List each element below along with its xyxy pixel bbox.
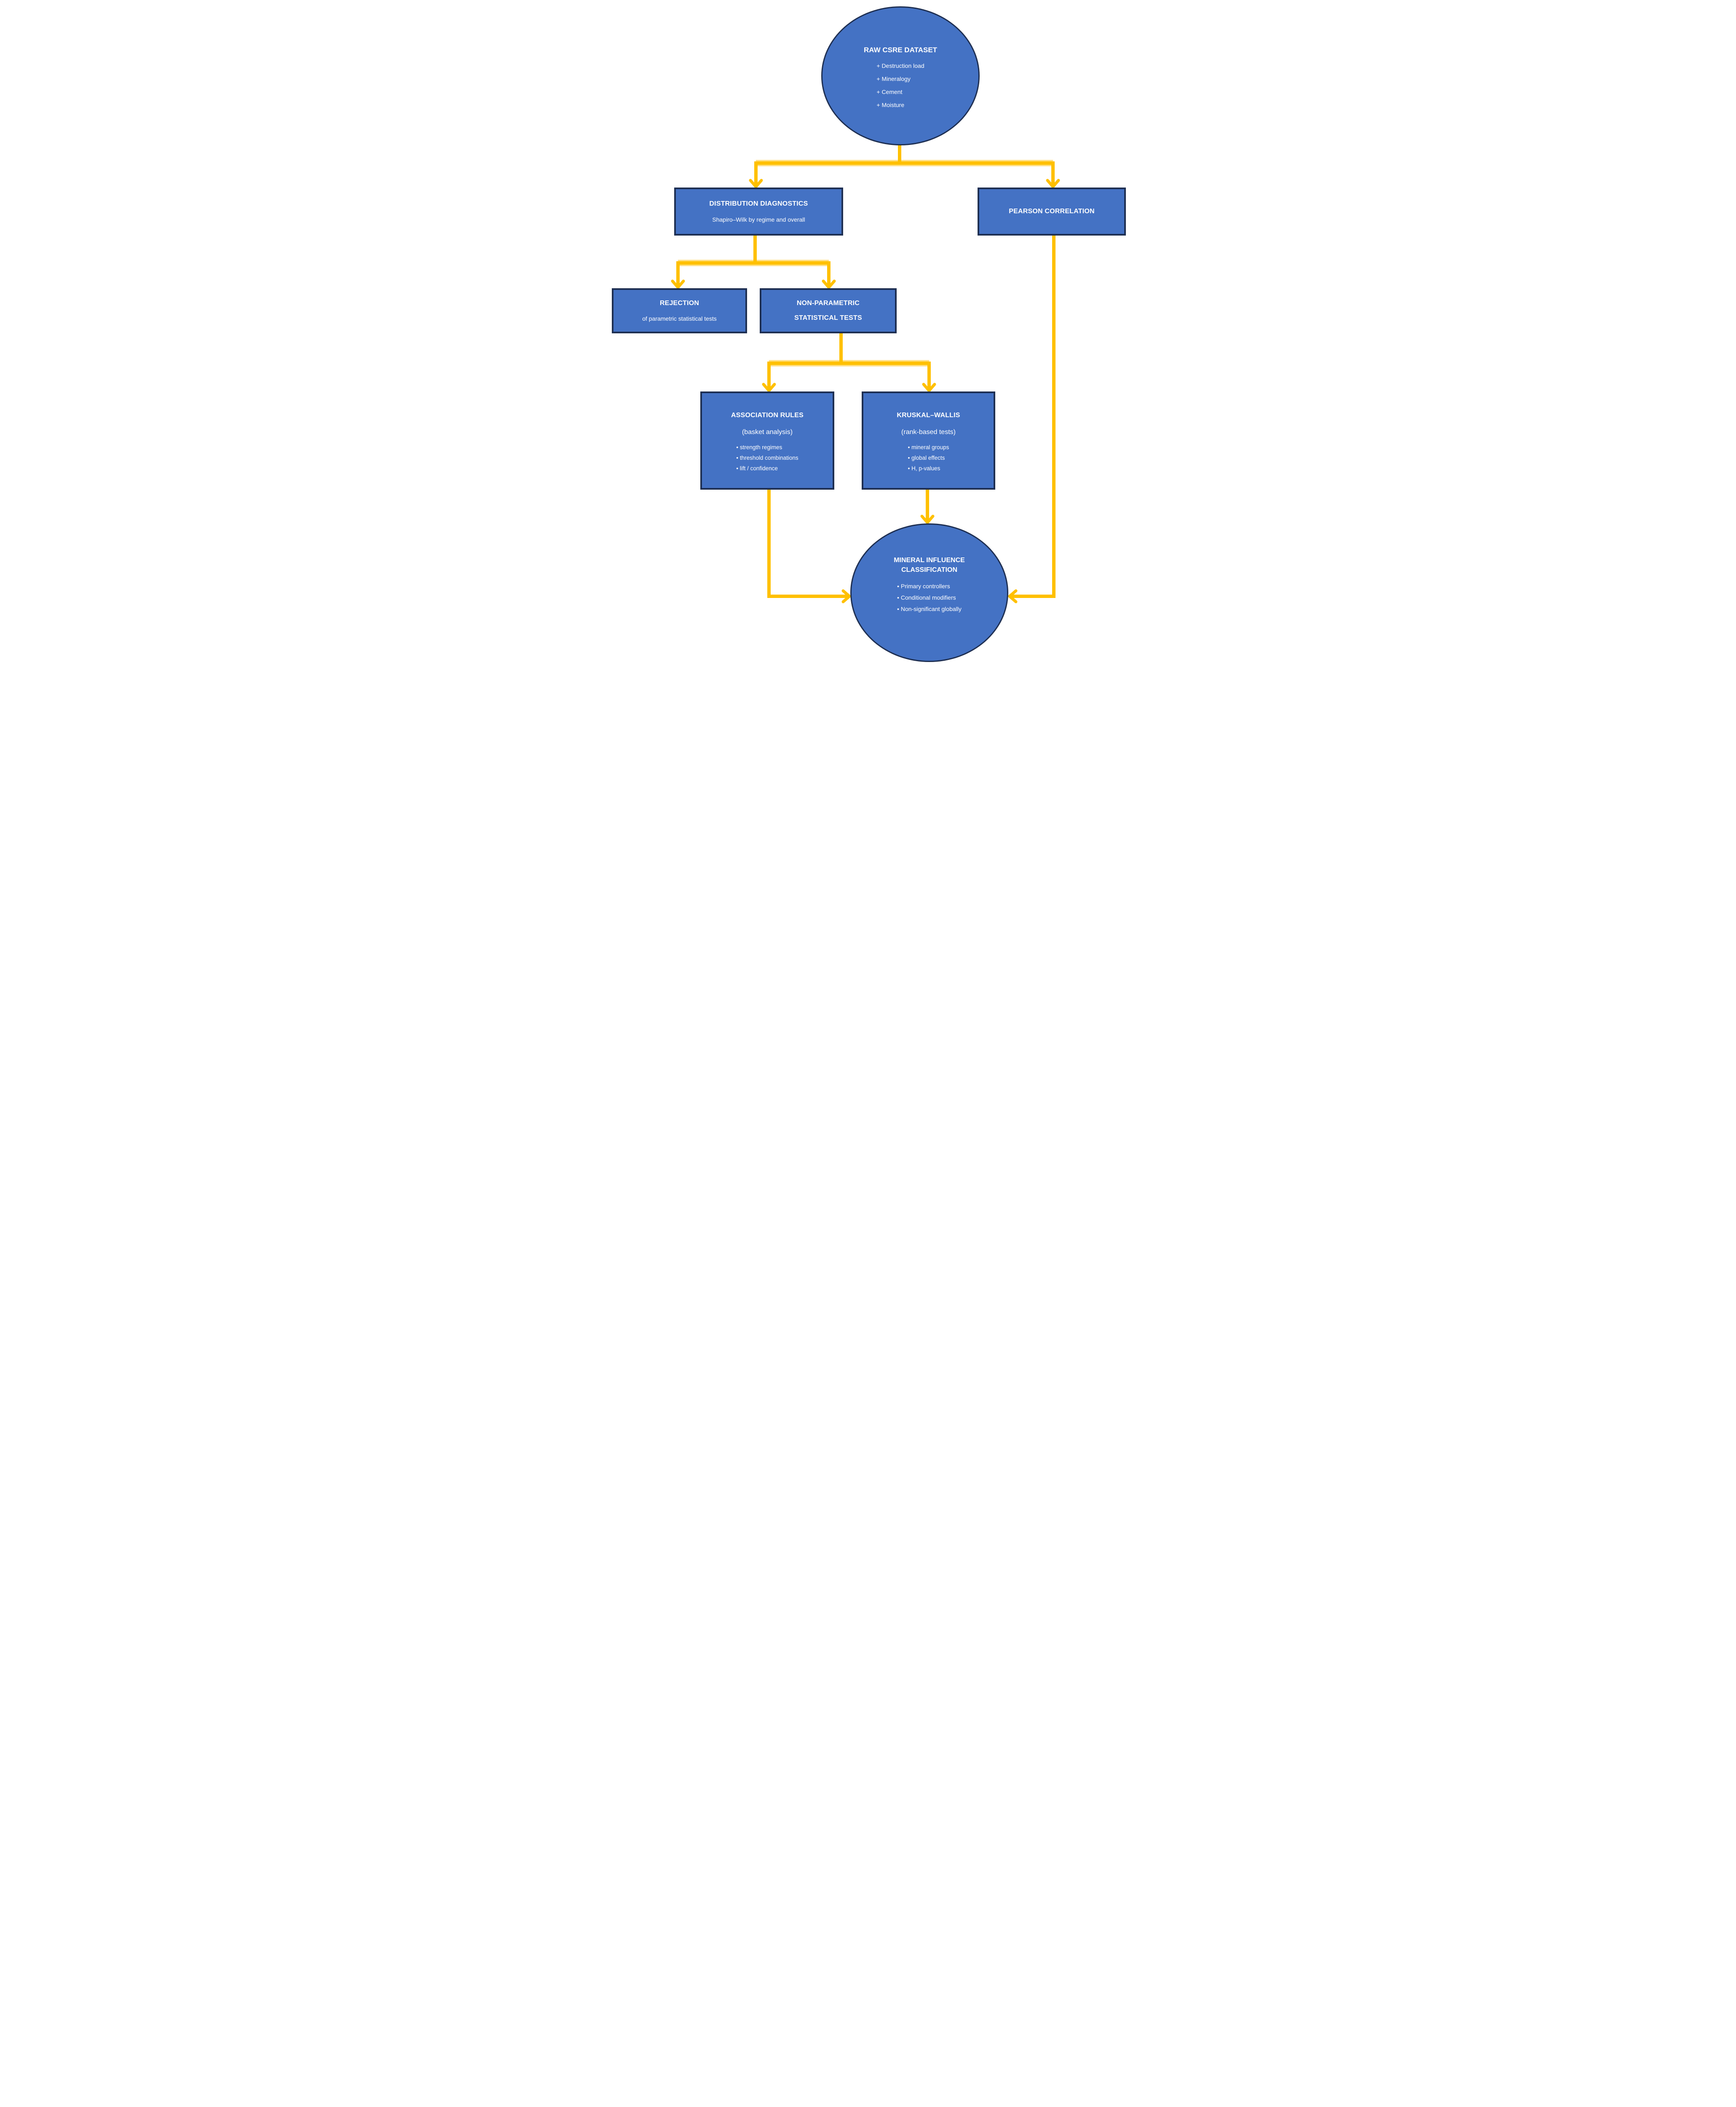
node-title-line2: STATISTICAL TESTS: [794, 314, 862, 322]
list-item: + Moisture: [876, 102, 905, 108]
list-item: + Mineralogy: [876, 75, 911, 82]
connector-layer: [671, 143, 1060, 603]
node-title: DISTRIBUTION DIAGNOSTICS: [709, 200, 808, 207]
list-item: • Primary controllers: [897, 583, 950, 590]
node-subtitle: (basket analysis): [742, 429, 793, 436]
node-rejection: REJECTION of parametric statistical test…: [612, 288, 747, 333]
node-title: RAW CSRE DATASET: [863, 46, 938, 54]
node-title: MINERAL INFLUENCE CLASSIFICATION: [894, 555, 965, 575]
node-title: ASSOCIATION RULES: [731, 412, 804, 419]
list-item: • Conditional modifiers: [897, 594, 956, 601]
node-distribution-diagnostics: DISTRIBUTION DIAGNOSTICS Shapiro–Wilk by…: [674, 188, 843, 236]
node-item-list: + Destruction load + Mineralogy + Cement…: [876, 59, 924, 112]
node-item-list: • strength regimes • threshold combinati…: [736, 442, 798, 474]
node-non-parametric-tests: NON-PARAMETRIC STATISTICAL TESTS: [760, 288, 897, 333]
node-subtitle: of parametric statistical tests: [642, 315, 717, 322]
connector-association-to-classification: [767, 488, 851, 603]
list-item: • mineral groups: [908, 444, 949, 450]
node-subtitle: (rank-based tests): [901, 429, 956, 436]
node-kruskal-wallis: KRUSKAL–WALLIS (rank-based tests) • mine…: [862, 391, 995, 490]
node-title: PEARSON CORRELATION: [1009, 208, 1095, 215]
flowchart-canvas: RAW CSRE DATASET + Destruction load + Mi…: [608, 0, 1128, 667]
list-item: • strength regimes: [736, 444, 782, 450]
node-subtitle: Shapiro–Wilk by regime and overall: [712, 216, 805, 223]
list-item: • H, p-values: [908, 465, 940, 472]
list-item: • global effects: [908, 455, 945, 461]
node-item-list: • Primary controllers • Conditional modi…: [897, 581, 962, 615]
node-title-line1: MINERAL INFLUENCE: [894, 557, 965, 564]
list-item: + Cement: [876, 88, 903, 95]
connector-branch-rejection-nonparametric: [671, 261, 836, 289]
connector-pearson-to-classification: [1008, 234, 1056, 603]
node-association-rules: ASSOCIATION RULES (basket analysis) • st…: [700, 391, 834, 490]
connector-branch-association-kruskal: [762, 362, 936, 392]
list-item: • Non-significant globally: [897, 606, 962, 612]
list-item: • lift / confidence: [736, 465, 778, 472]
node-mineral-influence-classification: MINERAL INFLUENCE CLASSIFICATION • Prima…: [850, 523, 1008, 662]
list-item: + Destruction load: [876, 62, 924, 69]
node-title: KRUSKAL–WALLIS: [897, 412, 960, 419]
node-raw-csre-dataset: RAW CSRE DATASET + Destruction load + Mi…: [821, 6, 980, 145]
node-item-list: • mineral groups • global effects • H, p…: [908, 442, 949, 474]
connector-branch-diagnostics-pearson: [749, 161, 1060, 188]
node-pearson-correlation: PEARSON CORRELATION: [978, 188, 1126, 236]
node-title-line1: NON-PARAMETRIC: [796, 299, 860, 307]
node-title-line2: CLASSIFICATION: [901, 566, 958, 574]
list-item: • threshold combinations: [736, 455, 798, 461]
node-title: REJECTION: [659, 300, 699, 307]
